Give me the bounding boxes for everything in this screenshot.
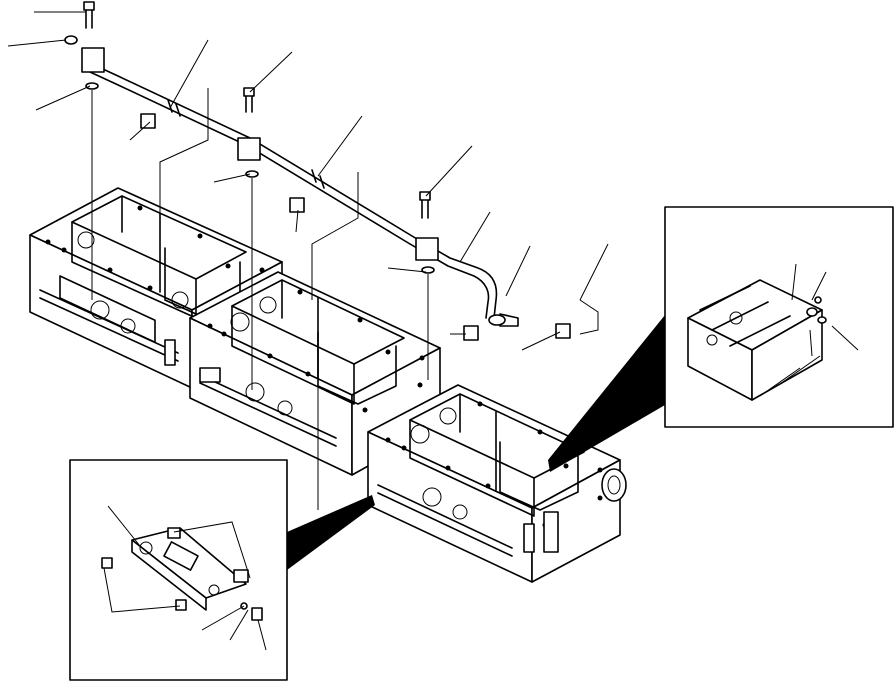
- washer: [86, 83, 434, 273]
- bolt: [84, 2, 430, 218]
- leader-lines: [8, 12, 608, 510]
- detail-view-pipe-connection: [548, 207, 893, 472]
- detail-view-nozzle-bracket: [70, 460, 375, 680]
- transfer-case-housing-rear: [368, 385, 626, 582]
- plug: [65, 36, 570, 340]
- fuel-header-pipe: [82, 48, 518, 326]
